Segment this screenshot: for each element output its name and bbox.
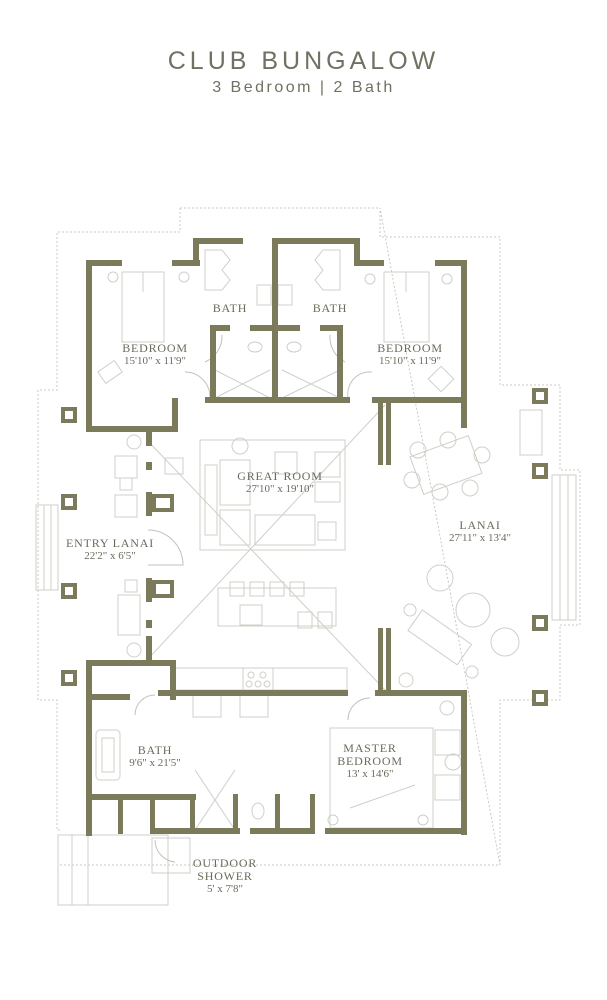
room-label-bath-left: BATH (212, 301, 248, 315)
room-label-master-bedroom: MASTER BEDROOM 13' x 14'6" (337, 741, 403, 781)
room-label-outdoor-shower: OUTDOOR SHOWER 5' x 7'8" (192, 856, 258, 896)
room-label-bath-right: BATH (312, 301, 348, 315)
plan-title: CLUB BUNGALOW (167, 47, 440, 75)
plan-subtitle: 3 Bedroom | 2 Bath (212, 79, 395, 96)
room-label-lanai: LANAI 27'11" x 13'4" (448, 518, 512, 545)
furniture (35, 249, 577, 906)
room-label-entry-lanai: ENTRY LANAI 22'2" x 6'5" (65, 536, 154, 563)
walls (61, 238, 548, 836)
room-label-bedroom-right: BEDROOM 15'10" x 11'9" (377, 341, 443, 368)
room-label-master-bath: BATH 9'6" x 21'5" (129, 743, 181, 770)
room-label-bedroom-left: BEDROOM 15'10" x 11'9" (122, 341, 188, 368)
room-label-great-room: GREAT ROOM 27'10" x 19'10" (237, 469, 323, 496)
roof-outline (37, 207, 581, 866)
